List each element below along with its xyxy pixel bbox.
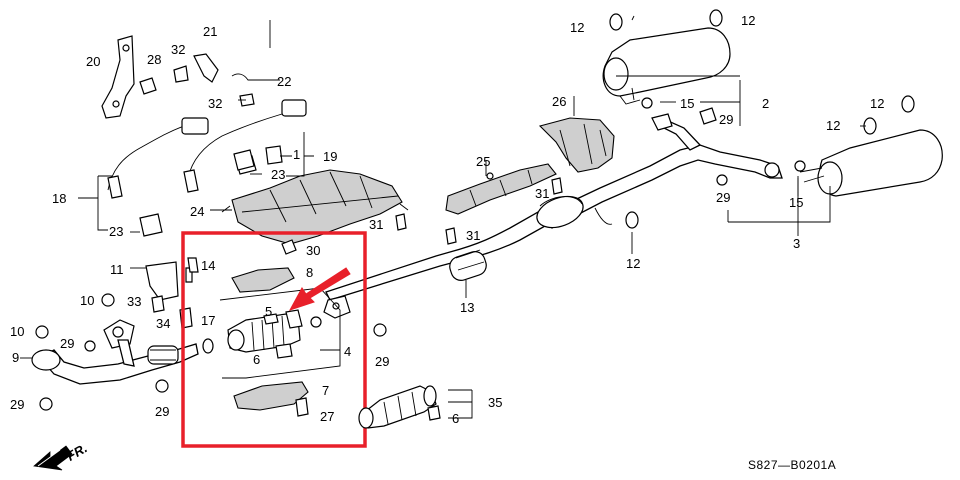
label-17: 17 bbox=[201, 313, 215, 328]
label-23-b: 23 bbox=[109, 224, 123, 239]
label-12-b: 12 bbox=[741, 13, 755, 28]
label-23: 23 bbox=[271, 167, 285, 182]
label-13: 13 bbox=[460, 300, 474, 315]
label-35: 35 bbox=[488, 395, 502, 410]
label-34: 34 bbox=[156, 316, 170, 331]
oxygen-sensor-19 bbox=[183, 99, 307, 193]
highlight-box bbox=[181, 231, 367, 448]
label-5: 5 bbox=[265, 304, 272, 319]
label-12-d: 12 bbox=[826, 118, 840, 133]
part-labels: 21 32 28 20 22 32 1 19 23 18 24 23 31 30… bbox=[10, 13, 884, 426]
exhaust-pipe-a bbox=[536, 113, 783, 229]
label-15-b: 15 bbox=[789, 195, 803, 210]
label-15: 15 bbox=[680, 96, 694, 111]
highlighted-catalytic-section bbox=[181, 231, 367, 448]
exhaust-pipe-front bbox=[31, 261, 199, 411]
oxygen-sensor-18 bbox=[107, 117, 209, 199]
label-10: 10 bbox=[80, 293, 94, 308]
label-2: 2 bbox=[762, 96, 769, 111]
label-26: 26 bbox=[552, 94, 566, 109]
label-6: 6 bbox=[253, 352, 260, 367]
label-29: 29 bbox=[60, 336, 74, 351]
label-32: 32 bbox=[171, 42, 185, 57]
bracket-20 bbox=[101, 35, 135, 119]
label-19: 19 bbox=[323, 149, 337, 164]
label-28: 28 bbox=[147, 52, 161, 67]
muffler-assembly bbox=[602, 9, 731, 125]
label-31-c: 31 bbox=[535, 186, 549, 201]
heat-shield-24 bbox=[221, 169, 409, 245]
label-33: 33 bbox=[127, 294, 141, 309]
label-22: 22 bbox=[277, 74, 291, 89]
label-27: 27 bbox=[320, 409, 334, 424]
label-14: 14 bbox=[201, 258, 215, 273]
label-12: 12 bbox=[570, 20, 584, 35]
highlight-arrow bbox=[288, 267, 351, 311]
diagram-code: S827—B0201A bbox=[748, 458, 836, 472]
heat-shield-26 bbox=[538, 117, 615, 173]
front-direction-marker: FR. bbox=[33, 440, 90, 471]
label-1: 1 bbox=[293, 147, 300, 162]
label-29-d: 29 bbox=[155, 404, 169, 419]
label-30: 30 bbox=[306, 243, 320, 258]
label-6-b: 6 bbox=[452, 411, 459, 426]
label-7: 7 bbox=[322, 383, 329, 398]
label-10-b: 10 bbox=[10, 324, 24, 339]
label-8: 8 bbox=[306, 265, 313, 280]
label-25: 25 bbox=[476, 154, 490, 169]
catalytic-converter-35 bbox=[358, 385, 441, 429]
label-20: 20 bbox=[86, 54, 100, 69]
label-9: 9 bbox=[12, 350, 19, 365]
front-label: FR. bbox=[64, 440, 90, 463]
label-29-b: 29 bbox=[375, 354, 389, 369]
label-11: 11 bbox=[110, 262, 124, 277]
bolts-31 bbox=[395, 177, 563, 245]
label-3: 3 bbox=[793, 236, 800, 251]
label-21: 21 bbox=[203, 24, 217, 39]
label-12-c: 12 bbox=[870, 96, 884, 111]
label-29-c: 29 bbox=[10, 397, 24, 412]
heat-shield-25 bbox=[445, 163, 557, 215]
label-31-b: 31 bbox=[466, 228, 480, 243]
rubber-hanger bbox=[625, 211, 639, 229]
label-12-e: 12 bbox=[626, 256, 640, 271]
gasket-parts bbox=[310, 316, 387, 337]
exhaust-pipe-b bbox=[323, 211, 557, 319]
small-parts-top bbox=[139, 53, 262, 237]
label-18: 18 bbox=[52, 191, 66, 206]
muffler-assembly-2 bbox=[716, 95, 943, 197]
label-31: 31 bbox=[369, 217, 383, 232]
label-32-b: 32 bbox=[208, 96, 222, 111]
label-24: 24 bbox=[190, 204, 204, 219]
label-29-f: 29 bbox=[716, 190, 730, 205]
label-29-e: 29 bbox=[719, 112, 733, 127]
leader-lines bbox=[20, 15, 866, 419]
label-4: 4 bbox=[344, 344, 351, 359]
